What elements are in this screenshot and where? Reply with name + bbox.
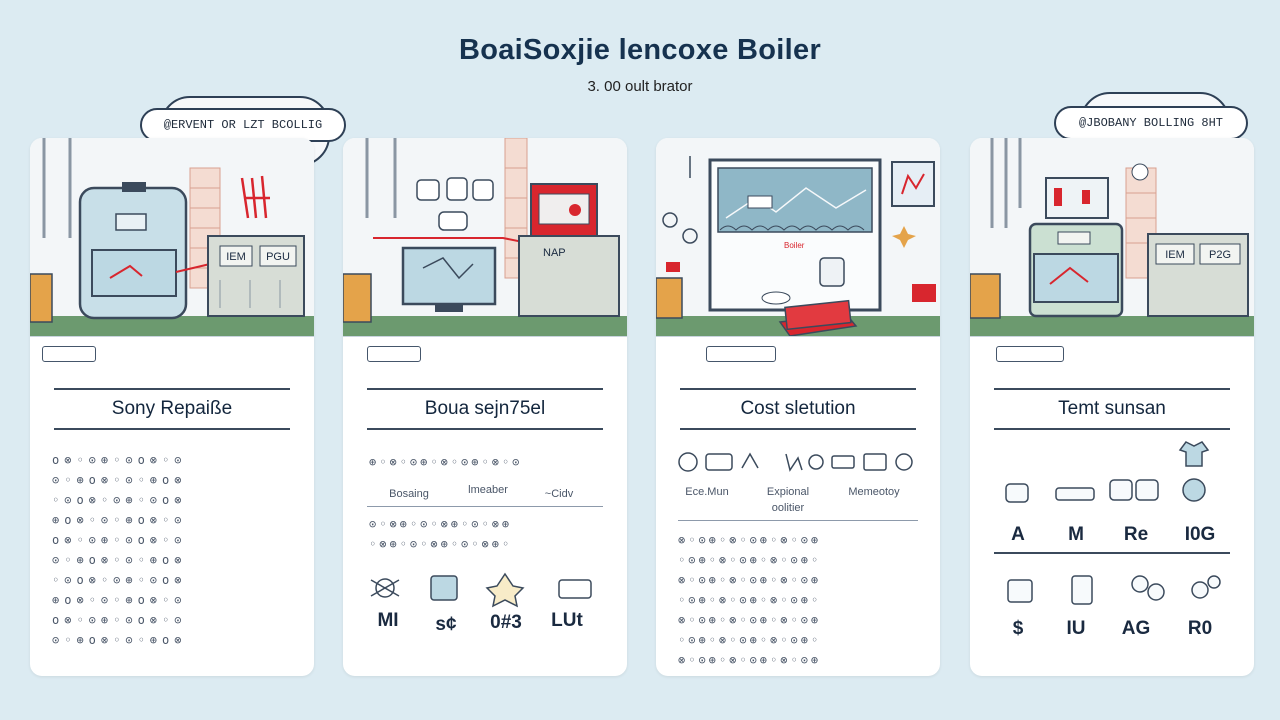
divider xyxy=(343,336,627,337)
pipe-icon xyxy=(990,138,1022,228)
gauge-icon xyxy=(678,452,698,472)
pipe-icon xyxy=(741,452,759,469)
boiler-icon xyxy=(1005,483,1029,503)
thermometer-icon xyxy=(831,455,855,469)
toolbox-icon xyxy=(863,453,887,471)
icon-row xyxy=(678,452,913,472)
divider xyxy=(678,520,918,521)
boiler-icon xyxy=(78,182,188,320)
divider xyxy=(970,336,1254,337)
panel-label-left: IEM xyxy=(226,251,246,263)
label-ag: AG xyxy=(1121,618,1151,639)
speech-bubble-left: @ERVENT OR LZT BCOLLIG xyxy=(140,108,346,142)
divider xyxy=(30,336,314,337)
label-r0: R0 xyxy=(1187,618,1213,639)
panel-label-left: IEM xyxy=(1165,249,1185,261)
card-heading: Sony Repaiße xyxy=(54,388,290,430)
card-heading: Cost sletution xyxy=(680,388,916,430)
pipe-icon xyxy=(42,138,72,238)
boiler-room-illustration: IEM PGU xyxy=(30,138,314,336)
toolbox-icon xyxy=(530,183,598,237)
divider xyxy=(367,506,603,507)
boiler-icon xyxy=(430,575,458,601)
boiler-icon xyxy=(1028,222,1124,318)
flame-icon xyxy=(485,572,525,608)
card-heading: Temt sunsan xyxy=(994,388,1230,430)
boiler-icon xyxy=(1071,575,1093,605)
pipe-icon xyxy=(365,138,397,218)
speech-bubble-right: @JBOBANY BOLLING 8HT xyxy=(1054,106,1248,140)
room-window-illustration: Boiler xyxy=(656,138,940,336)
boiler-room-illustration: IEM P2G xyxy=(970,138,1254,336)
label-dollar: $ xyxy=(1012,618,1024,639)
gauge-icon xyxy=(416,177,494,231)
divider xyxy=(656,336,940,337)
tag-icon xyxy=(996,346,1064,362)
caption-right: Memeotoy xyxy=(848,486,900,498)
label-03: 0#3 xyxy=(490,612,522,633)
glyph-grid-top: ⊕◦⊗◦⊙⊕◦⊗◦⊙⊕◦⊗◦⊙ xyxy=(369,455,523,469)
valve-icon xyxy=(785,453,803,472)
toolbox-icon xyxy=(778,299,858,336)
label-re: Re xyxy=(1123,524,1149,545)
gauge-icon xyxy=(1191,581,1209,599)
caption-left: Bosaing xyxy=(389,488,429,500)
thermometer-icon xyxy=(370,578,400,598)
card-temt-sunsan[interactable]: IEM P2G Temt sunsan A M Re I0G $ IU AG R… xyxy=(970,138,1254,676)
card-cost-solution[interactable]: Boiler Cost sletution xyxy=(656,138,940,676)
page-subtitle: 3. 00 oult brator xyxy=(587,78,693,95)
tag-icon xyxy=(42,346,96,362)
label-lut: LUt xyxy=(551,610,583,631)
caption-mid: lmeaber xyxy=(468,484,508,496)
panel-label: NAP xyxy=(543,247,566,259)
label-iu: IU xyxy=(1066,618,1086,639)
tag-icon xyxy=(706,346,776,362)
svg-text:Boiler: Boiler xyxy=(784,241,805,250)
divider xyxy=(994,552,1230,554)
gauge-icon xyxy=(895,453,913,471)
gauge-icon xyxy=(1182,478,1206,502)
thermometer-icon xyxy=(1007,579,1033,603)
icon-row-second xyxy=(1007,575,1221,605)
caption-mid: Expional xyxy=(766,486,810,498)
gauge-icon xyxy=(1147,583,1165,601)
gauge-icon xyxy=(558,579,592,599)
tag-icon xyxy=(367,346,421,362)
page-title: BoaiSoxjie lencoxe Boiler xyxy=(458,34,822,66)
caption-mid-second: oolitier xyxy=(771,502,805,514)
label-iog: I0G xyxy=(1184,524,1216,545)
gauge-icon xyxy=(1055,487,1095,501)
label-a: A xyxy=(1011,524,1025,545)
label-s: s¢ xyxy=(435,614,457,635)
card-heading: Boua sejn75el xyxy=(367,388,603,430)
gauge-icon xyxy=(662,156,698,244)
glyph-grid: ⊗◦⊙⊕◦⊗◦⊙⊕◦⊗◦⊙⊕ ◦⊙⊕◦⊗◦⊙⊕◦⊗◦⊙⊕◦ ⊗◦⊙⊕◦⊗◦⊙⊕◦… xyxy=(678,533,822,676)
gauge-icon xyxy=(1131,575,1149,593)
boiler-icon xyxy=(705,453,733,471)
toolbox-icon xyxy=(1135,479,1159,501)
card-sony-repair[interactable]: IEM PGU Sony Repaiße o⊗◦⊙⊕◦⊙o⊗◦⊙ ⊙◦⊕o⊗◦⊙… xyxy=(30,138,314,676)
caption-right: ~Cidv xyxy=(544,488,574,500)
valve-icon xyxy=(240,175,270,219)
card-boua-sejn[interactable]: NAP Boua sejn75el ⊕◦⊗◦⊙⊕◦⊗◦⊙⊕◦⊗◦⊙ Bosain… xyxy=(343,138,627,676)
gauge-icon xyxy=(808,454,824,470)
panel-label-right: P2G xyxy=(1209,249,1231,261)
icon-row xyxy=(1005,441,1210,503)
caption-left: Ece.Mun xyxy=(685,486,729,498)
control-panel-icon xyxy=(207,235,305,317)
boiler-room-illustration: NAP xyxy=(343,138,627,336)
shirt-icon xyxy=(1178,441,1210,467)
glyph-grid: ⊙◦⊗⊕◦⊙◦⊗⊕◦⊙◦⊗⊕ ◦⊗⊕◦⊙◦⊗⊕◦⊙◦⊗⊕◦ xyxy=(369,517,513,551)
glyph-grid: o⊗◦⊙⊕◦⊙o⊗◦⊙ ⊙◦⊕o⊗◦⊙◦⊕o⊗ ◦⊙o⊗◦⊙⊕◦⊙o⊗ ⊕o⊗◦… xyxy=(52,453,187,647)
toolbox-icon xyxy=(1109,479,1133,501)
label-m: M xyxy=(1068,524,1084,545)
gauge-icon xyxy=(1207,575,1221,589)
label-mi: MI xyxy=(377,610,399,631)
panel-label-right: PGU xyxy=(266,251,290,263)
icon-row xyxy=(370,572,592,608)
